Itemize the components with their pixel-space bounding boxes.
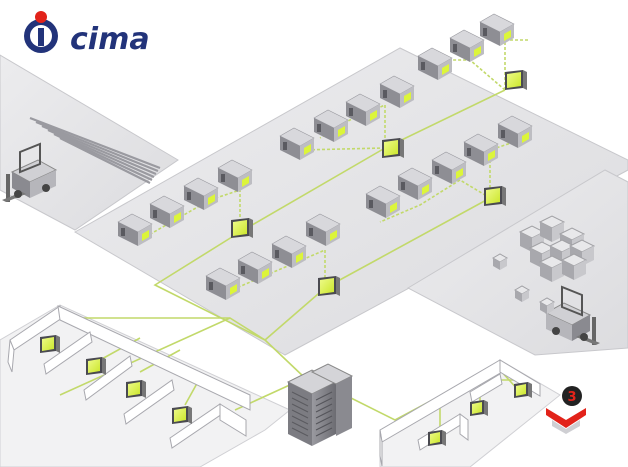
office-partition [469,373,503,403]
steel-bars-icon [29,116,161,184]
forklift-icon [544,285,600,345]
machine-station-icon [217,159,253,192]
machine-station-icon [479,13,515,46]
terminal-monitor-icon [382,138,404,158]
badge-label: 3 [567,390,576,405]
terminal-monitor-icon [172,406,192,424]
machine-station-icon [305,213,341,246]
box-stack-icon [491,215,596,314]
diagram-objects [2,13,600,467]
machine-station-icon [271,235,307,268]
machine-station-icon [463,133,499,166]
office-partition [459,413,469,441]
office-partition [83,355,133,401]
machine-station-icon [205,267,241,300]
machine-station-icon [497,115,533,148]
server-rack-icon [286,363,354,446]
terminal-monitor-icon [470,400,488,416]
machine-station-icon [279,127,315,160]
office-partition [43,331,93,375]
machine-station-icon [345,93,381,126]
machine-station-icon [149,195,185,228]
machine-station-icon [365,185,401,218]
machine-station-icon [237,251,273,284]
forklift-icon [2,142,58,202]
office-partition [57,305,251,411]
machine-station-icon [183,177,219,210]
logo-wordmark: cima [70,22,150,57]
three-badge-icon: 3 [546,386,586,434]
cima-logo: cima [24,11,150,57]
machine-station-icon [313,109,349,142]
terminal-monitor-icon [40,335,60,353]
terminal-monitor-icon [484,186,506,206]
terminal-monitor-icon [126,380,146,398]
office-partition [123,379,175,425]
machine-station-icon [397,167,433,200]
office-partition [219,403,247,437]
terminal-monitor-icon [231,218,253,238]
machine-station-icon [449,29,485,62]
machine-station-icon [117,213,153,246]
office-partition [7,339,15,373]
terminal-monitor-icon [505,70,527,90]
machine-station-icon [431,151,467,184]
terminal-monitor-icon [428,430,446,446]
machine-station-icon [417,47,453,80]
office-partition [379,429,383,467]
machine-station-icon [379,75,415,108]
terminal-monitor-icon [318,276,340,296]
terminal-monitor-icon [514,382,532,398]
terminal-monitor-icon [86,357,106,375]
